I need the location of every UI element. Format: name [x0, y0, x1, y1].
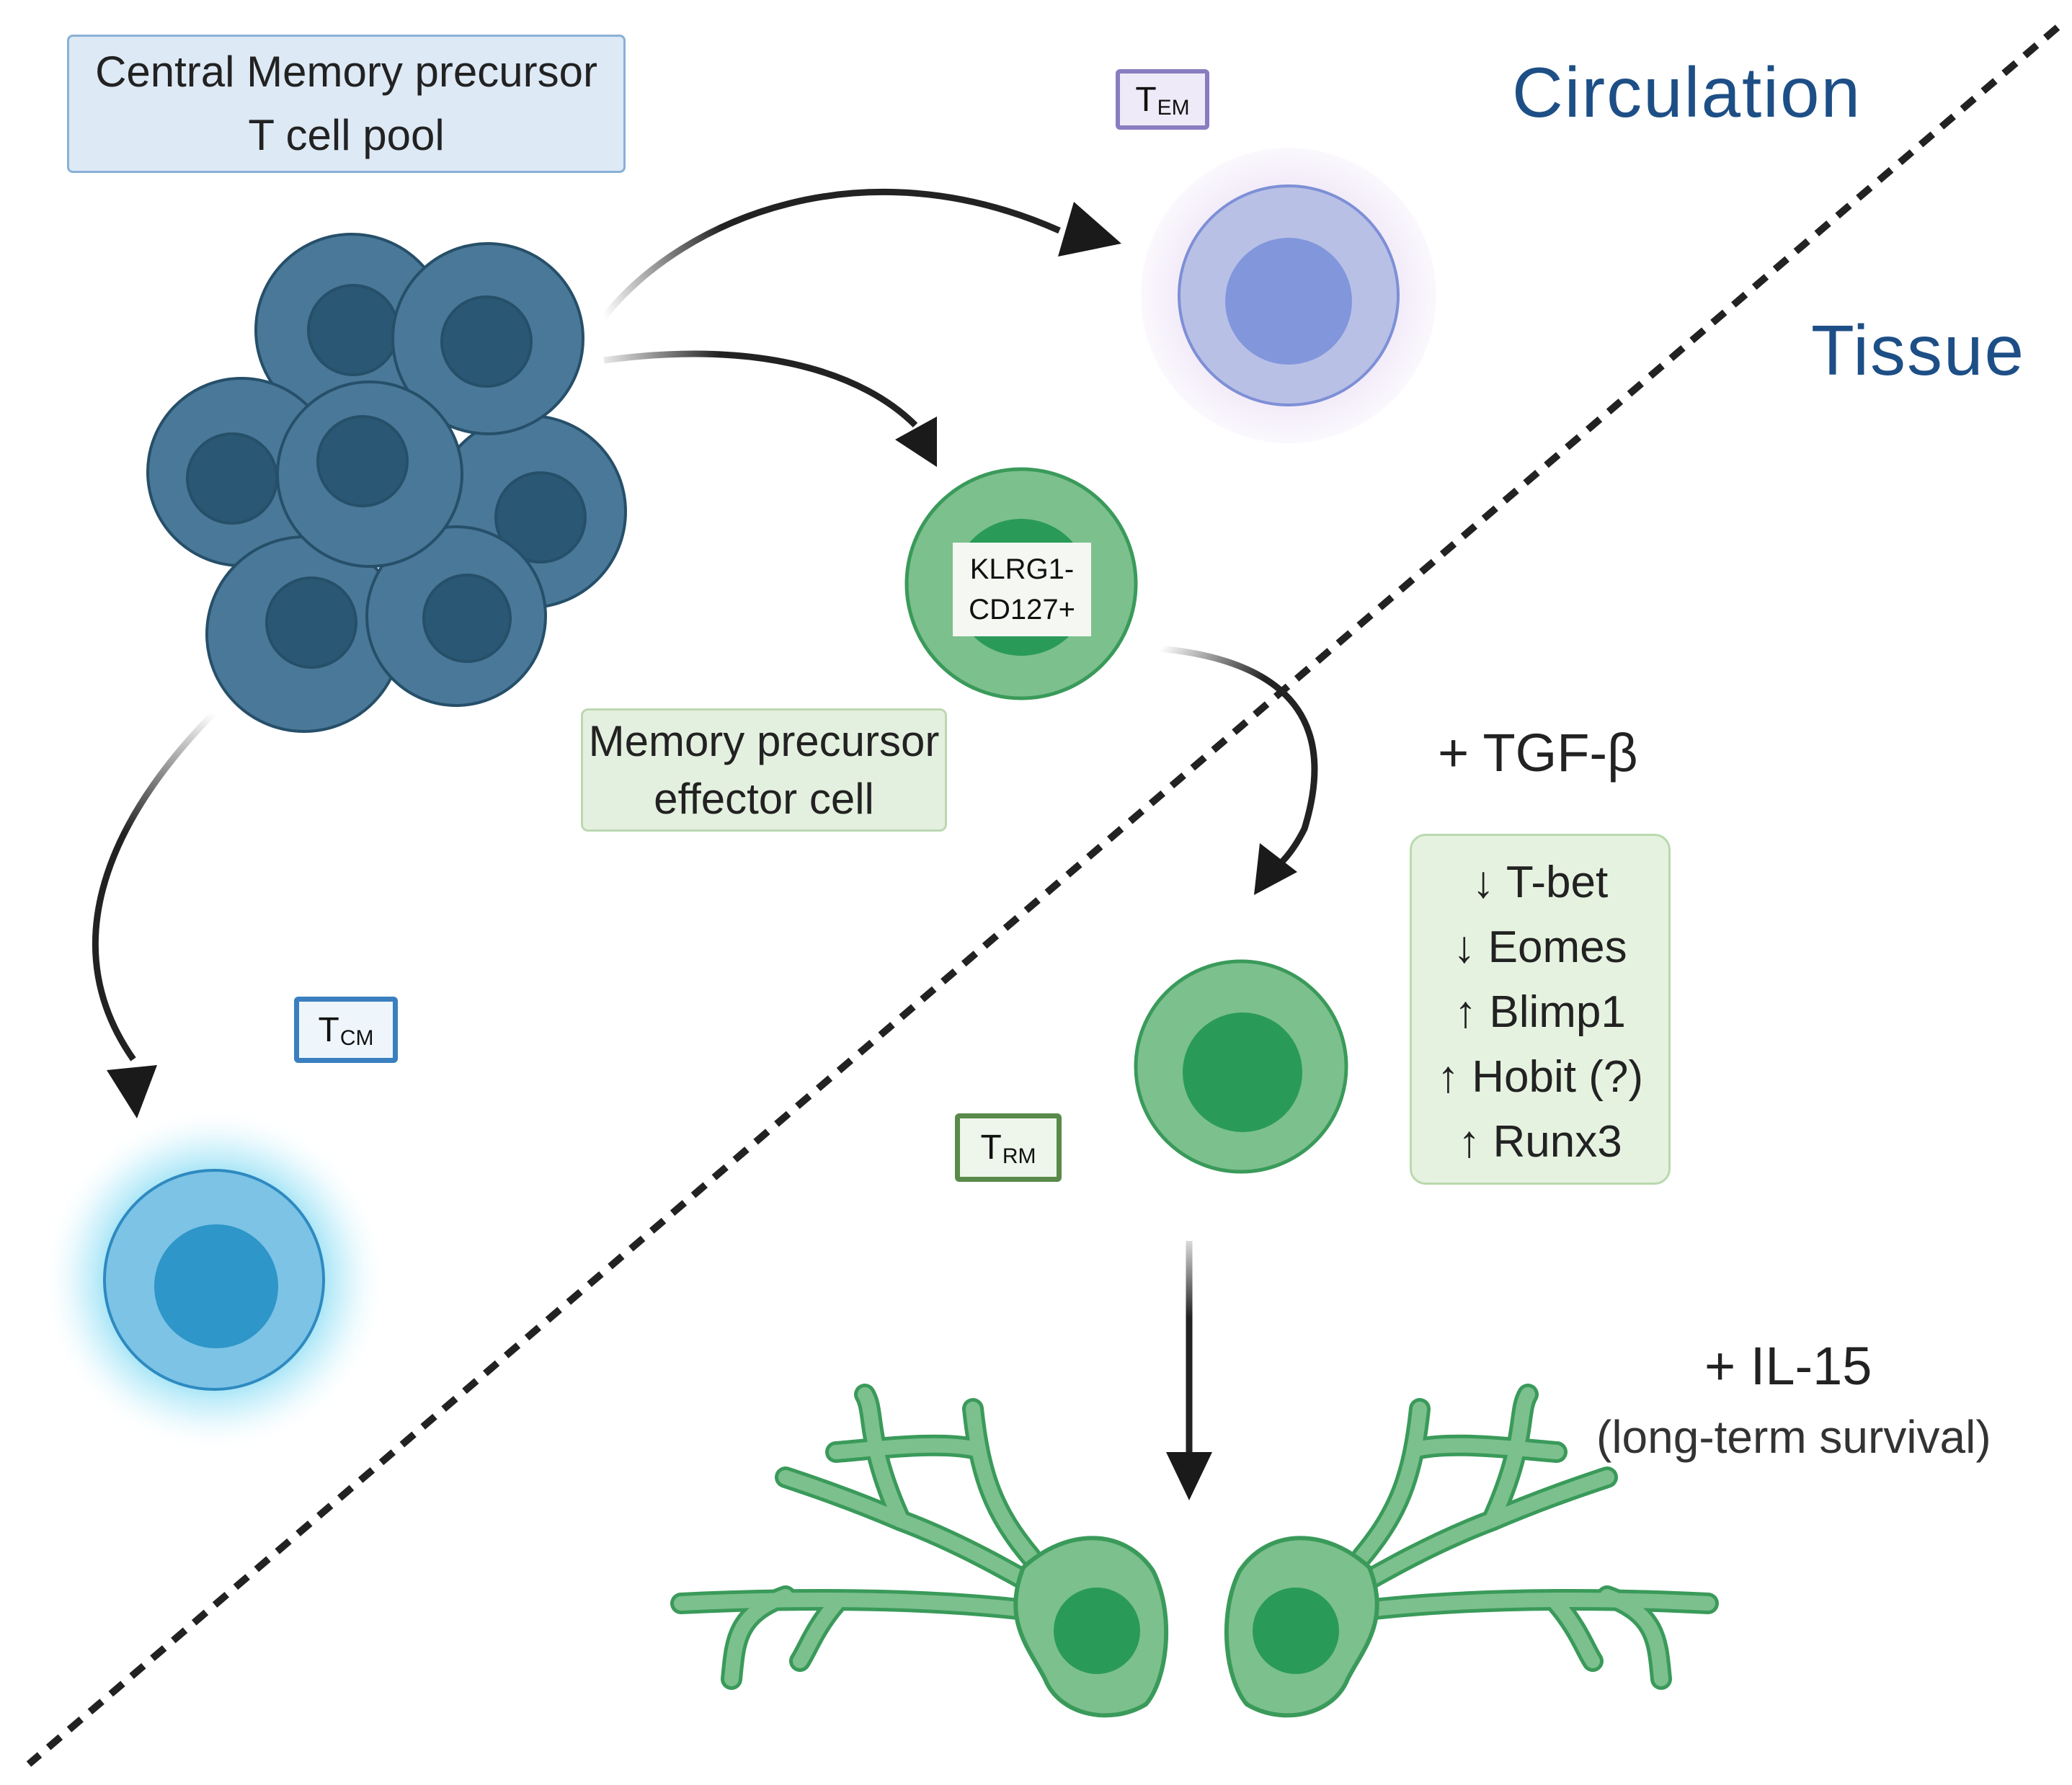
- arrow-to-dendritic: [1166, 1241, 1212, 1500]
- precursor-cell-cluster: [146, 233, 627, 733]
- tgf-beta-label: + TGF-β: [1438, 723, 1638, 783]
- klrg1-cd127-label: KLRG1- CD127+: [953, 543, 1091, 636]
- tf-hobit: ↑ Hobit (?): [1437, 1051, 1643, 1102]
- circulation-label: Circulation: [1512, 53, 1862, 132]
- tcm-marker-sub: CM: [339, 1026, 374, 1050]
- central-memory-precursor-label: Central Memory precursor T cell pool: [67, 35, 626, 173]
- divider-line: [26, 25, 2060, 1767]
- memory-precursor-effector-label: Memory precursor effector cell: [581, 708, 947, 832]
- tem-marker-main: T: [1135, 80, 1157, 119]
- arrow-to-trm: [1160, 645, 1318, 895]
- dendritic-cell-left: [670, 1384, 1169, 1718]
- cd127-label: CD127+: [969, 594, 1075, 626]
- trm-marker-sub: RM: [1002, 1144, 1036, 1168]
- arrow-to-tcm: [92, 711, 216, 1118]
- arrow-to-tem: [601, 188, 1121, 319]
- tf-eomes: ↓ Eomes: [1453, 922, 1627, 972]
- klrg1-label: KLRG1-: [969, 553, 1075, 585]
- tissue-label: Tissue: [1811, 311, 2026, 390]
- tf-runx3: ↑ Runx3: [1458, 1116, 1622, 1167]
- tcm-marker-main: T: [318, 1010, 339, 1049]
- memory-precursor-label-line1: Memory precursor: [588, 716, 940, 765]
- central-memory-label-line1: Central Memory precursor: [95, 48, 597, 96]
- transcription-factor-box: ↓ T-bet ↓ Eomes ↑ Blimp1 ↑ Hobit (?) ↑ R…: [1410, 834, 1671, 1185]
- dendritic-cell-right: [1224, 1384, 1719, 1718]
- arrow-to-memory-precursor: [603, 350, 937, 467]
- il15-label: + IL-15: [1704, 1336, 1872, 1396]
- il15-note: (long-term survival): [1596, 1411, 1991, 1463]
- trm-cell: [1134, 959, 1348, 1174]
- tcm-cell: [41, 1107, 387, 1453]
- tf-tbet: ↓ T-bet: [1472, 857, 1609, 907]
- memory-precursor-label-line2: effector cell: [654, 774, 874, 823]
- central-memory-label-line2: T cell pool: [248, 111, 445, 159]
- tem-cell: [1141, 148, 1436, 443]
- trm-marker-main: T: [980, 1129, 1002, 1167]
- tf-blimp1: ↑ Blimp1: [1454, 987, 1626, 1037]
- tem-marker-sub: EM: [1157, 96, 1190, 120]
